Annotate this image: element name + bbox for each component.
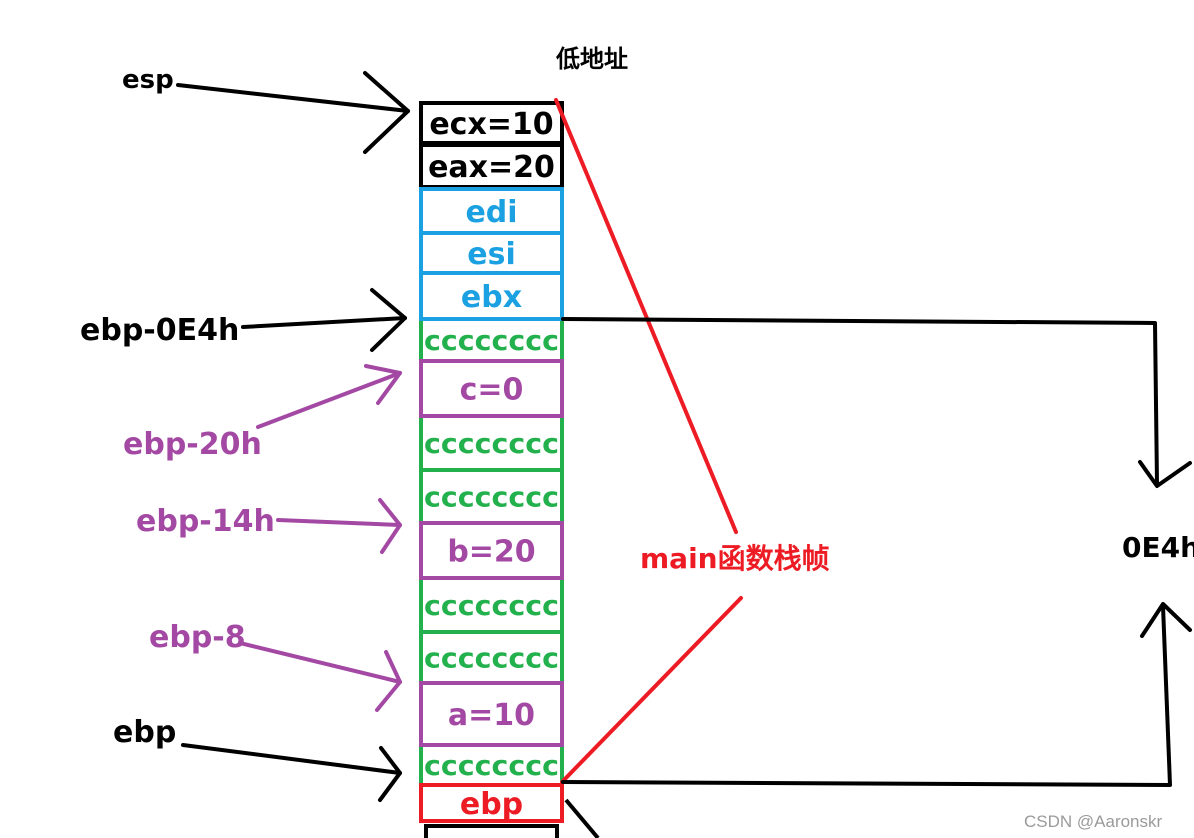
frame-top-line [554, 98, 738, 534]
pointer-shaft [176, 83, 410, 113]
pointer-arrowhead [375, 650, 402, 712]
stack-cell-box [419, 271, 564, 321]
stack-cell-text: esi [467, 237, 516, 272]
stack-cell-text: cccccccc [424, 427, 559, 460]
text-labels: 低地址 main函数栈帧 0E4h CSDN @Aaronskr [555, 45, 1194, 831]
stack-cell-text: ebp [460, 787, 523, 822]
stack-cell-7: cccccccc [419, 414, 564, 472]
stack-cell-4: ebx [419, 271, 564, 321]
pointer-label: ebp-0E4h [80, 313, 239, 348]
stack-cell-text: cccccccc [424, 589, 559, 622]
frame-label: main函数栈帧 [640, 542, 830, 575]
pointer-ebp-0E4h: ebp-0E4h [80, 288, 407, 352]
stack-cell-6: c=0 [419, 359, 564, 418]
size-label: 0E4h [1122, 531, 1194, 564]
connector-lines [554, 98, 1192, 838]
pointer-arrowhead [378, 746, 402, 802]
stack-cell-box [419, 576, 564, 634]
bottom-partial-line [564, 798, 600, 838]
stack-cell-text: eax=20 [428, 150, 555, 185]
pointer-label: ebp-20h [123, 427, 262, 462]
pointer-shaft [256, 371, 402, 429]
top-label: 低地址 [555, 45, 628, 73]
pointer-shaft [181, 743, 402, 775]
stack-cell-box [419, 783, 564, 823]
stack-cell-box [419, 143, 564, 189]
stack-cell-text: b=20 [447, 534, 535, 569]
pointer-arrowhead [363, 71, 410, 154]
stack-cell-text: c=0 [460, 372, 524, 407]
pointer-label: ebp-14h [136, 504, 275, 539]
pointer-ebp-8: ebp-8 [149, 620, 402, 712]
stack-cell-12: a=10 [419, 681, 564, 747]
stack-cell-10: cccccccc [419, 576, 564, 634]
stack-cell-14: ebp [419, 783, 564, 823]
size-arrowhead-up [1140, 602, 1192, 638]
stack-cell-text: a=10 [448, 698, 535, 733]
stack-cell-box [419, 521, 564, 580]
stack-cell-0: ecx=10 [419, 101, 564, 145]
pointer-ebp-20h: ebp-20h [123, 364, 402, 462]
pointer-shaft [241, 316, 407, 329]
pointer-ebp: ebp [113, 715, 402, 802]
stack-cell-9: b=20 [419, 521, 564, 580]
stack-cell-text: cccccccc [424, 749, 559, 782]
stack-cell-11: cccccccc [419, 630, 564, 685]
stack-cell-13: cccccccc [419, 743, 564, 787]
stack-cell-text: cccccccc [424, 642, 559, 675]
stack-cell-3: esi [419, 231, 564, 275]
size-arrowhead-down [1138, 460, 1192, 488]
pointer-esp: esp [122, 65, 410, 154]
stack-cell-text: cccccccc [424, 481, 559, 514]
stack-cell-1: eax=20 [419, 143, 564, 189]
stack-cell-box [419, 231, 564, 275]
stack-cells: cccccccc cccccccc cccccccc cccccccc cccccccc… [419, 101, 564, 838]
pointer-arrows: esp ebp-0E4h ebp-20h ebp-14h ebp-8 ebp [80, 65, 410, 802]
pointer-ebp-14h: ebp-14h [136, 498, 402, 554]
watermark: CSDN @Aaronskr [1024, 812, 1163, 831]
pointer-label: esp [122, 65, 174, 95]
pointer-shaft [238, 641, 402, 684]
pointer-label: ebp-8 [149, 620, 246, 655]
pointer-arrowhead [370, 288, 407, 352]
size-bracket-bottom [561, 604, 1172, 787]
stack-cell-box [419, 681, 564, 747]
size-bracket-top [561, 317, 1159, 486]
stack-cell-text: ebx [461, 280, 522, 315]
stack-cell-2: edi [419, 187, 564, 235]
frame-bottom-line [560, 596, 743, 784]
pointer-arrowhead [378, 498, 402, 554]
pointer-arrowhead [364, 364, 402, 405]
stack-cell-box [419, 359, 564, 418]
stack-cell-text: ecx=10 [429, 107, 553, 142]
stack-cell-5: cccccccc [419, 317, 564, 363]
stack-cell-text: cccccccc [424, 324, 559, 357]
pointer-label: ebp [113, 715, 176, 750]
stack-cell-partial [424, 824, 559, 838]
pointer-shaft [276, 518, 402, 527]
stack-cell-8: cccccccc [419, 468, 564, 525]
stack-cell-text: edi [465, 195, 517, 230]
stack-cell-box [419, 743, 564, 787]
